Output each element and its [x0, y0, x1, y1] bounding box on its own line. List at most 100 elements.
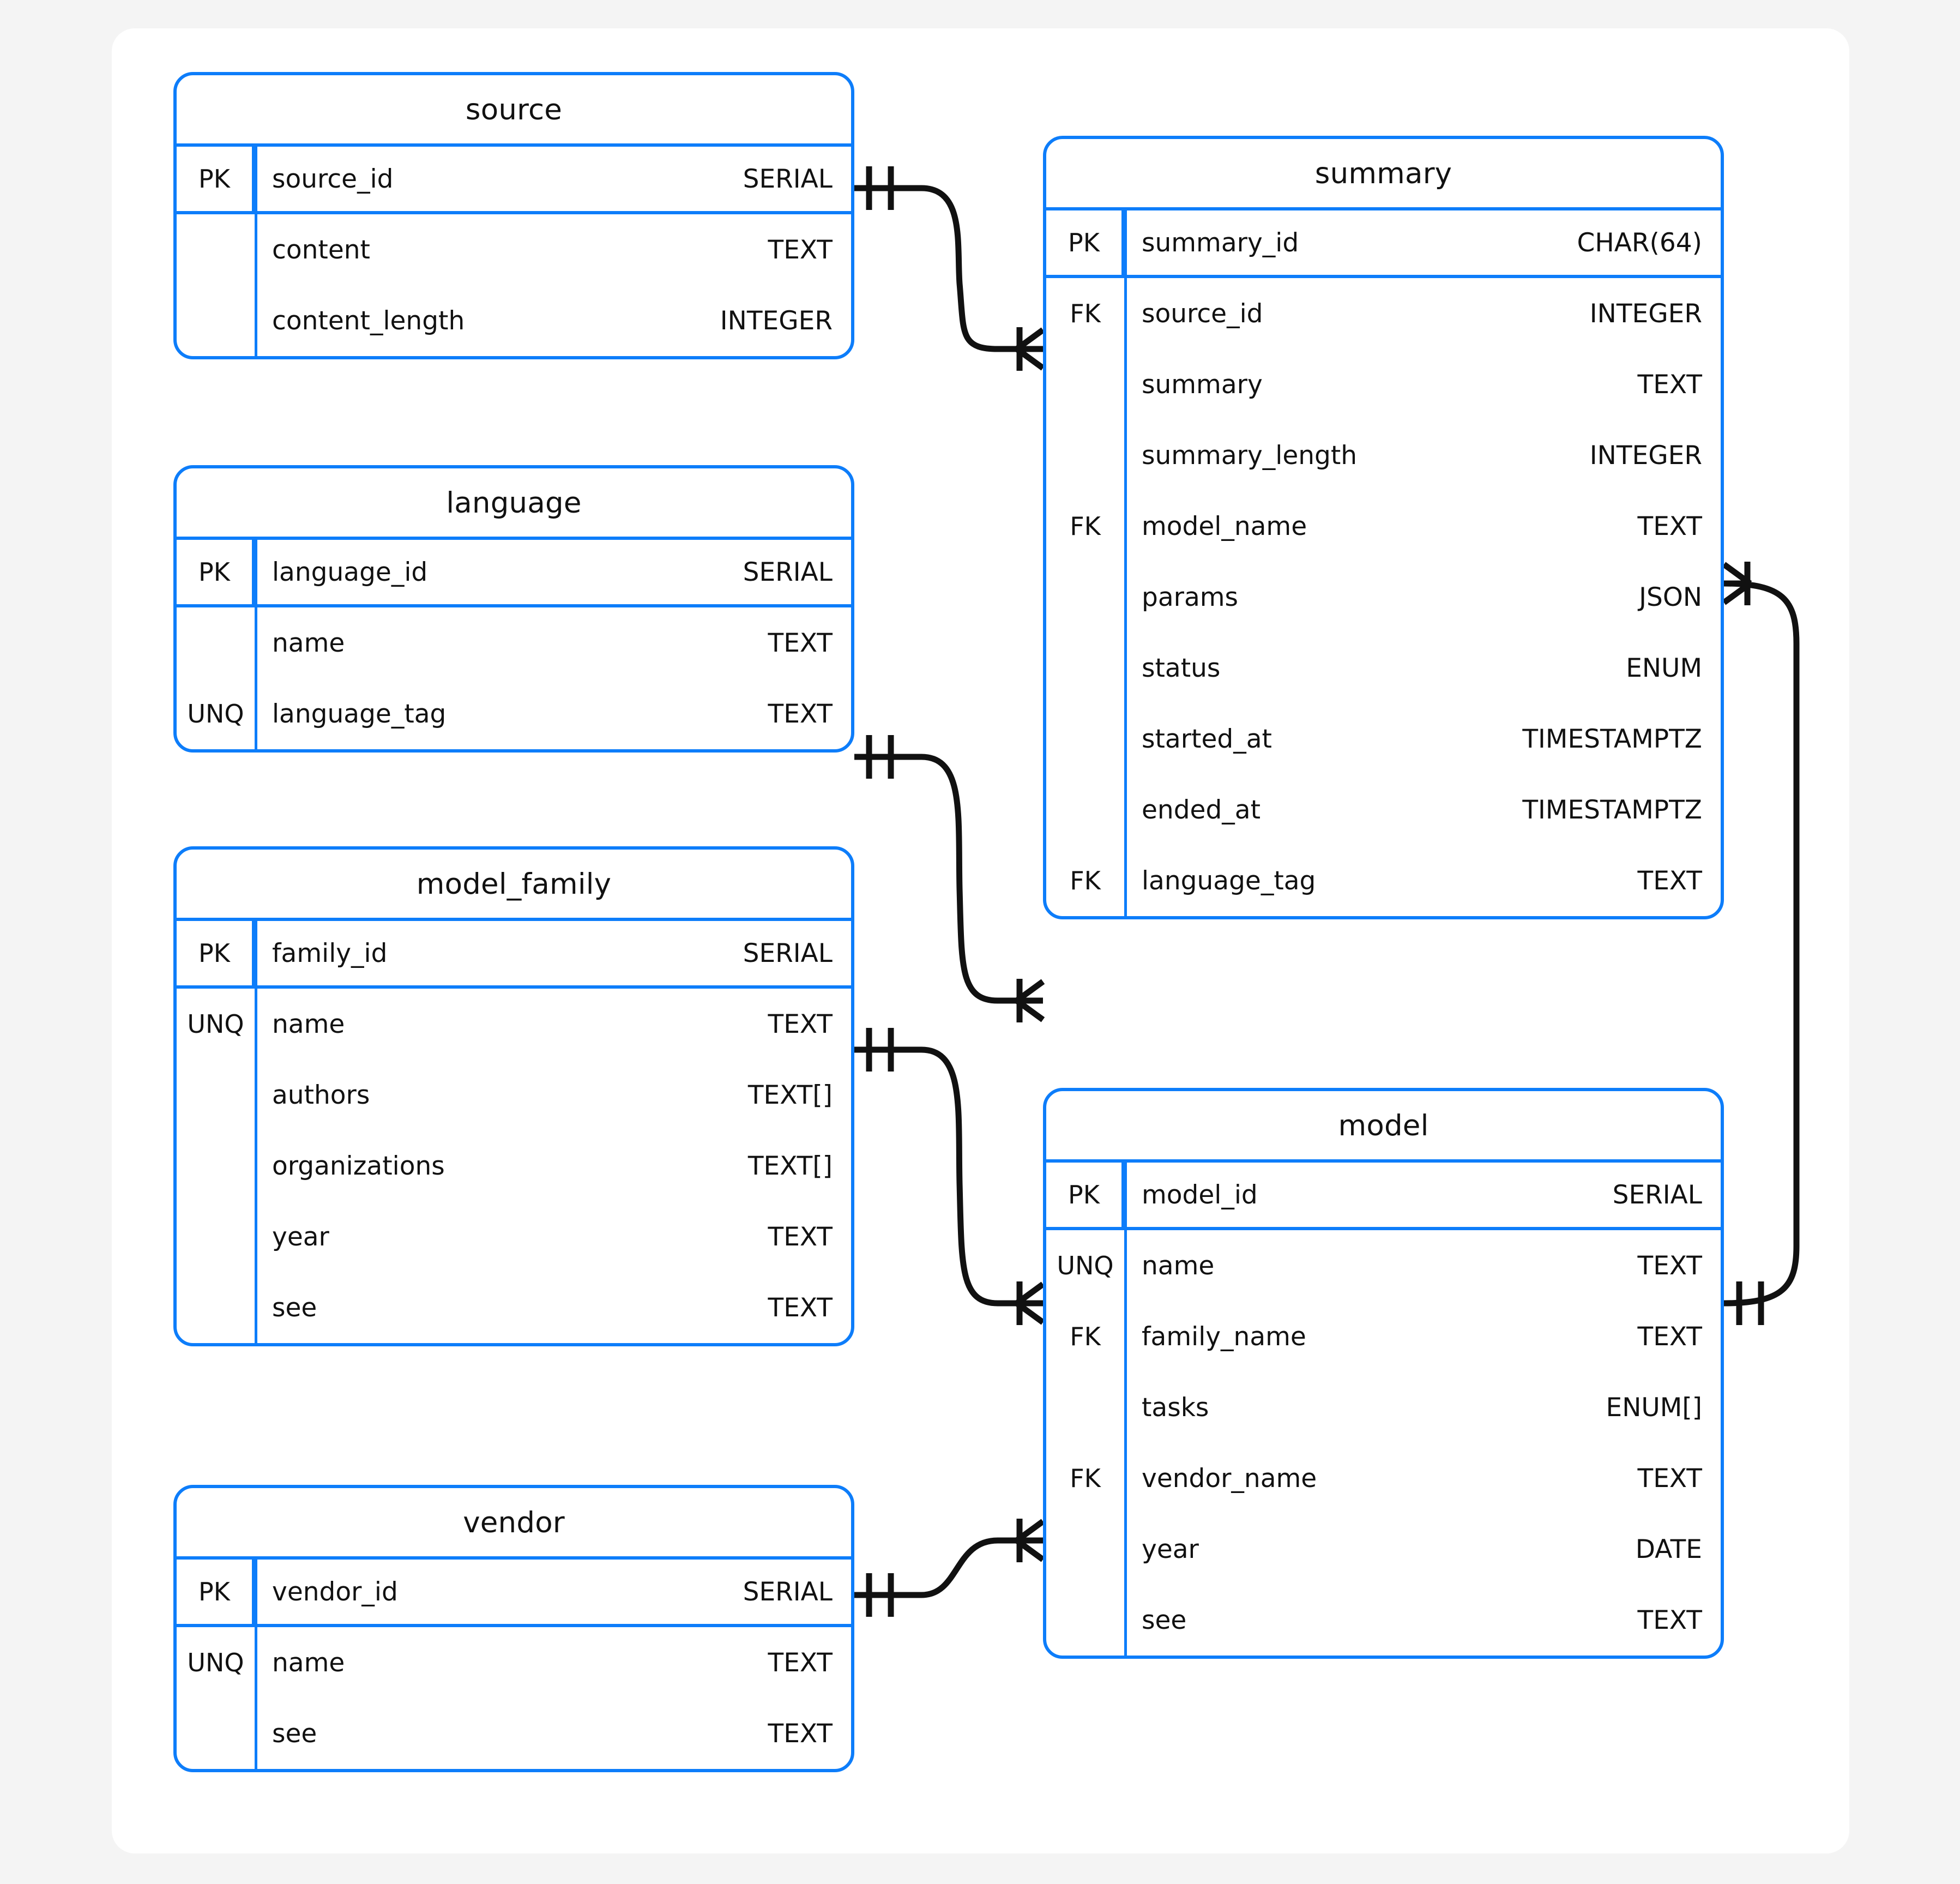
key-badge-fk: FK	[1070, 299, 1101, 328]
key-badge-none	[177, 214, 255, 285]
connector-summary-model	[1043, 580, 1800, 1307]
field-name: model_name	[1142, 511, 1307, 541]
field-name: name	[272, 1009, 345, 1039]
field-type: SERIAL	[743, 1576, 833, 1607]
table-title-source: source	[465, 93, 563, 127]
field-cell: summary_id CHAR(64)	[1124, 228, 1721, 258]
key-badge-fk: FK	[1070, 1464, 1101, 1493]
field-name: year	[1142, 1534, 1199, 1564]
field-name: vendor_id	[272, 1576, 398, 1607]
field-type: CHAR(64)	[1577, 227, 1702, 258]
key-badge-pk: PK	[177, 540, 255, 604]
field-name: summary_length	[1142, 440, 1358, 471]
field-type: DATE	[1635, 1534, 1702, 1564]
key-badge-none	[177, 1201, 255, 1272]
field-name: source_id	[1142, 298, 1263, 329]
field-name: name	[272, 628, 345, 658]
key-column-divider	[255, 1556, 257, 1769]
field-type: TEXT	[1637, 511, 1703, 541]
key-badge-pk: PK	[1046, 1163, 1124, 1227]
table-title-language: language	[446, 486, 582, 520]
key-badge-none	[1046, 774, 1124, 845]
key-badge-none	[1046, 420, 1124, 491]
field-name: name	[272, 1647, 345, 1678]
field-name: vendor_name	[1142, 1463, 1317, 1494]
key-badge-pk: PK	[177, 147, 255, 211]
key-badge-fk: FK	[1070, 866, 1101, 895]
table-title-summary: summary	[1314, 157, 1452, 190]
field-name: language_tag	[1142, 865, 1316, 896]
connector-vendor-model	[854, 1537, 1043, 1598]
field-type: ENUM	[1626, 653, 1702, 683]
field-name: organizations	[272, 1151, 445, 1181]
field-type: TEXT	[768, 1221, 833, 1252]
field-type: TEXT	[768, 1292, 833, 1323]
table-row[interactable]: year DATE	[1046, 1514, 1721, 1585]
key-column-divider	[255, 143, 257, 356]
table-title-vendor: vendor	[463, 1506, 565, 1539]
field-name: content_length	[272, 305, 465, 336]
field-type: TEXT	[768, 234, 833, 265]
field-name: params	[1142, 582, 1239, 612]
cardinality-crowfoot-e	[1722, 562, 1752, 605]
field-name: summary_id	[1142, 227, 1299, 258]
key-badge-unq: UNQ	[1057, 1251, 1114, 1280]
field-name: language_id	[272, 557, 428, 587]
field-type: TEXT[]	[747, 1080, 833, 1110]
table-row[interactable]: PK vendor_id SERIAL	[177, 1556, 851, 1627]
key-column-divider	[1124, 207, 1127, 916]
key-badge-none	[1046, 1585, 1124, 1656]
key-badge-pk: PK	[177, 1560, 255, 1624]
field-type: TEXT	[1637, 1605, 1703, 1635]
